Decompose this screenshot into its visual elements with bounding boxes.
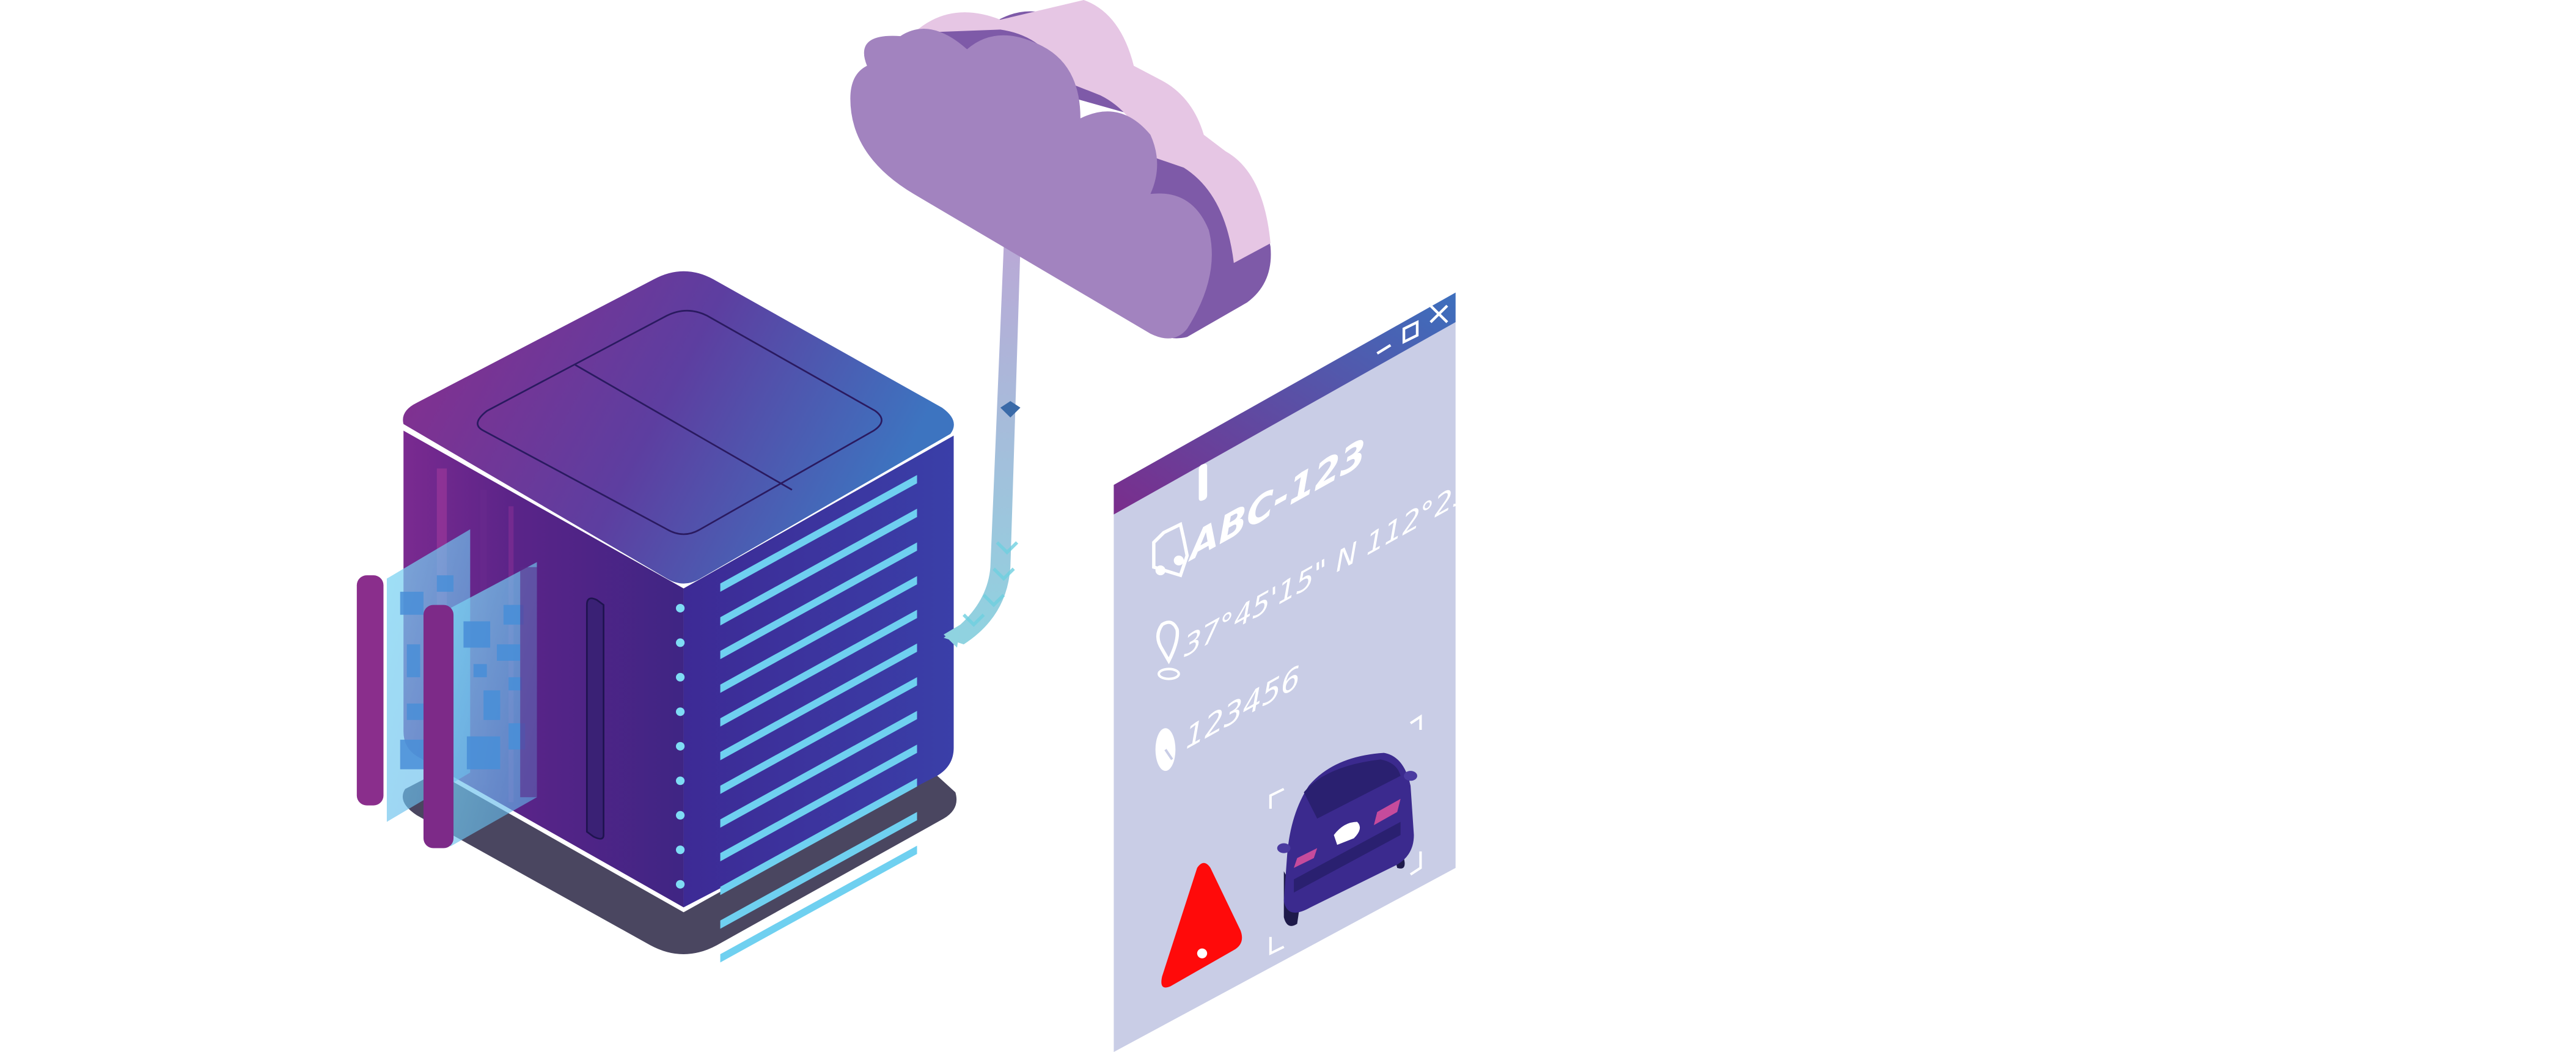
server-led xyxy=(675,638,685,647)
server-vent-slat xyxy=(720,475,917,592)
qr-pattern-front xyxy=(463,605,526,770)
server-vent-slat xyxy=(720,677,917,794)
server-led xyxy=(675,811,685,820)
qr-panel-back-frame xyxy=(356,575,384,806)
window-title-bar[interactable] xyxy=(1114,292,1456,515)
qr-panel-front-frame xyxy=(423,605,454,848)
server-vent-slat xyxy=(720,609,917,727)
car-illustration xyxy=(1277,752,1417,926)
server-vent-grille xyxy=(720,475,917,963)
server-vent-slat xyxy=(720,509,917,626)
detection-frame xyxy=(1269,714,1422,955)
server-top xyxy=(403,271,954,584)
server-vent-slat xyxy=(720,711,917,828)
server-side-slot xyxy=(585,597,604,840)
server-led xyxy=(675,603,685,612)
warning-triangle-icon xyxy=(1161,463,1242,988)
server-vent-slat xyxy=(720,778,917,896)
server-led xyxy=(675,880,685,889)
cable-marker xyxy=(1000,401,1021,418)
cloud-face xyxy=(850,29,1212,339)
location-pin-icon xyxy=(1156,620,1180,680)
server-led xyxy=(675,707,685,716)
minimize-icon[interactable] xyxy=(1376,344,1392,355)
maximize-icon[interactable] xyxy=(1402,320,1419,344)
server-led xyxy=(675,672,685,682)
window-controls xyxy=(1376,304,1448,355)
clock-icon xyxy=(1155,728,1176,771)
car-icon xyxy=(1152,521,1189,578)
close-icon[interactable] xyxy=(1429,304,1448,323)
server-vent-slat xyxy=(720,576,917,693)
server-vent-slat xyxy=(720,845,917,963)
server-vent-slat xyxy=(720,542,917,660)
server-tower xyxy=(402,271,957,963)
cable-arrow-head xyxy=(944,624,961,648)
cloud xyxy=(850,0,1271,339)
qr-code-panels xyxy=(356,529,537,848)
server-led xyxy=(675,741,685,751)
server-led xyxy=(675,845,685,855)
vehicle-detection xyxy=(1269,714,1422,955)
app-window: ABC-123 37°45'15" N 112°25'05" W 123456 xyxy=(1114,292,1566,1052)
data-cable xyxy=(944,246,1021,645)
qr-panel-front xyxy=(423,562,537,848)
cloud-connection xyxy=(850,0,1271,648)
cable-chevrons xyxy=(962,541,1019,627)
cloud-side-highlight xyxy=(914,0,1271,263)
server-vent-slat xyxy=(720,812,917,929)
server-led xyxy=(675,776,685,785)
server-vent-slat xyxy=(720,643,917,760)
server-top-divider xyxy=(574,364,793,491)
server-led-column xyxy=(675,603,685,889)
server-top-panel xyxy=(477,309,883,535)
server-vent-slat xyxy=(720,745,917,862)
